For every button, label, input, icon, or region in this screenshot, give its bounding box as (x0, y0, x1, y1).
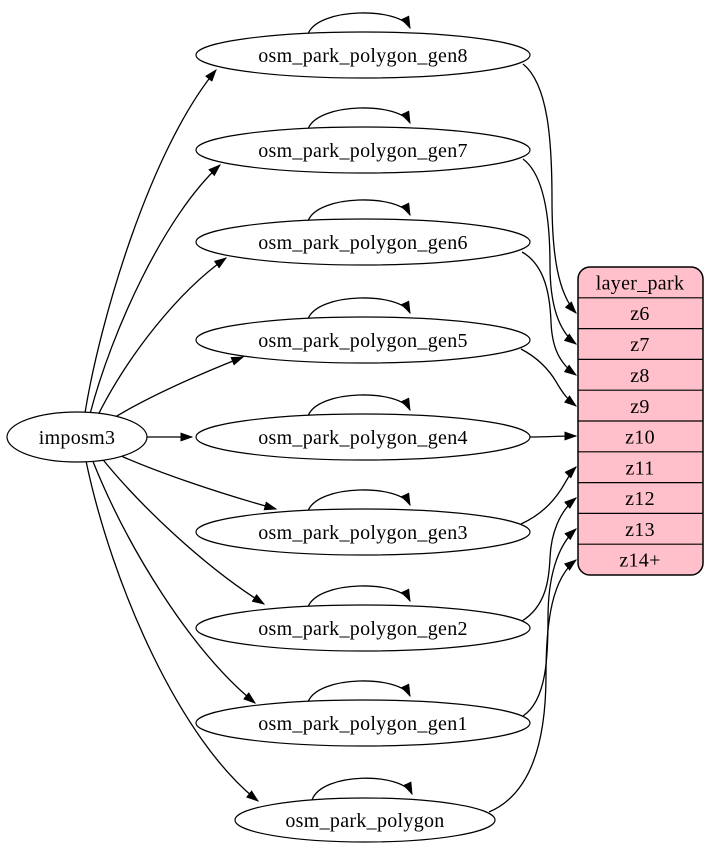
layer-row-z13: z13 (625, 519, 655, 541)
self-loop-gen2 (307, 585, 411, 608)
node-gen3-label: osm_park_polygon_gen3 (258, 522, 468, 544)
node-gen8-shape (195, 31, 531, 79)
edge-imposm3-gen1 (91, 458, 257, 704)
node-gen2-shape (195, 604, 531, 652)
self-loop-gen3 (307, 489, 411, 512)
node-gen2: osm_park_polygon_gen2 (195, 604, 531, 652)
node-imposm3-shape (6, 411, 148, 463)
self-loop-gen1 (307, 680, 411, 703)
node-gen1-shape (195, 699, 531, 747)
node-gen8: osm_park_polygon_gen8 (195, 31, 531, 79)
self-loop-gen8 (307, 12, 411, 35)
node-gen6-shape (195, 218, 531, 266)
edge-gen6-z8 (521, 251, 578, 376)
node-gen4-label: osm_park_polygon_gen4 (258, 427, 468, 449)
edge-polygon-z14 (488, 559, 578, 813)
node-gen7: osm_park_polygon_gen7 (195, 126, 531, 174)
node-gen7-label: osm_park_polygon_gen7 (258, 140, 468, 162)
layer-row-z8: z8 (630, 365, 649, 387)
edge-gen5-z9 (520, 348, 578, 407)
layer-row-z9: z9 (630, 396, 649, 418)
node-gen1-label: osm_park_polygon_gen1 (258, 713, 468, 735)
layer-park-title: layer_park (596, 273, 685, 295)
edge-gen1-z13 (522, 528, 577, 717)
layer-row-z14: z14+ (619, 550, 660, 572)
node-imposm3-label: imposm3 (39, 427, 116, 449)
node-gen5-shape (195, 316, 531, 364)
edge-imposm3-gen8 (84, 68, 217, 414)
edge-imposm3-gen7 (89, 164, 221, 415)
node-gen5: osm_park_polygon_gen5 (195, 316, 531, 364)
layer-row-z12: z12 (625, 488, 655, 510)
layer-row-z10: z10 (625, 427, 655, 449)
node-gen1: osm_park_polygon_gen1 (195, 699, 531, 747)
edge-imposm3-gen3 (109, 450, 278, 511)
edges-to-layer (488, 63, 578, 813)
node-gen6-label: osm_park_polygon_gen6 (258, 232, 468, 254)
node-gen8-label: osm_park_polygon_gen8 (258, 45, 468, 67)
edge-imposm3-polygon (85, 460, 260, 802)
node-gen4: osm_park_polygon_gen4 (195, 413, 531, 461)
edge-gen7-z7 (522, 158, 578, 345)
node-gen4-shape (195, 413, 531, 461)
node-gen5-label: osm_park_polygon_gen5 (258, 330, 468, 352)
node-gen3: osm_park_polygon_gen3 (195, 508, 531, 556)
edge-gen2-z12 (521, 497, 578, 622)
node-gen3-shape (195, 508, 531, 556)
edge-gen4-z10 (529, 431, 578, 441)
edge-imposm3-gen6 (96, 257, 228, 418)
self-loop-gen5 (307, 297, 411, 320)
layer-row-z11: z11 (625, 458, 654, 480)
layer-row-z7: z7 (630, 334, 649, 356)
self-loop-polygon (311, 777, 413, 801)
layer-park-table: layer_park z6 z7 z8 z9 z10 z11 z12 z13 z… (577, 266, 704, 576)
node-gen7-shape (195, 126, 531, 174)
node-polygon-label: osm_park_polygon (285, 810, 444, 832)
node-polygon-shape (234, 797, 496, 843)
node-imposm3: imposm3 (6, 411, 148, 463)
node-gen6: osm_park_polygon_gen6 (195, 218, 531, 266)
self-loops (307, 12, 413, 801)
edge-gen8-z6 (522, 63, 577, 314)
node-gen2-label: osm_park_polygon_gen2 (258, 618, 468, 640)
self-loop-gen6 (307, 199, 411, 222)
edge-gen3-z11 (520, 466, 577, 525)
layer-row-z6: z6 (630, 303, 649, 325)
edge-imposm3-gen5 (106, 356, 245, 423)
node-polygon: osm_park_polygon (234, 797, 496, 843)
edge-imposm3-gen2 (99, 455, 266, 605)
edges-from-source (84, 68, 278, 802)
self-loop-gen7 (307, 107, 411, 130)
self-loop-gen4 (307, 394, 411, 417)
